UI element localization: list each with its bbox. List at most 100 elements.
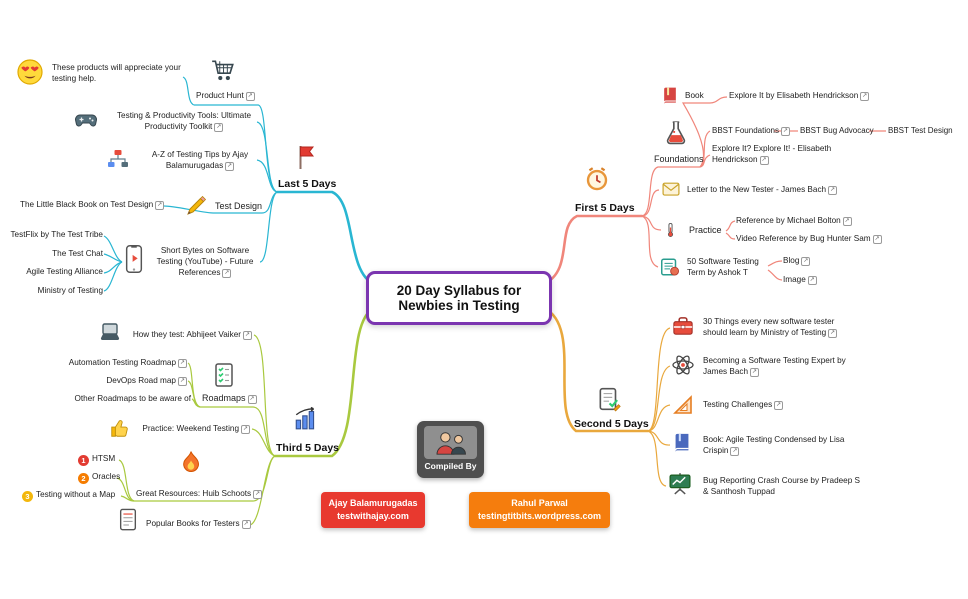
external-link-icon: ↗	[807, 276, 817, 285]
node-products-note[interactable]: These products will appreciate your test…	[52, 63, 181, 83]
node-foundations[interactable]: Foundations	[654, 154, 704, 164]
node-roadmaps[interactable]: Roadmaps↗	[202, 393, 257, 404]
node-book[interactable]: Book	[685, 91, 704, 100]
external-link-icon: ↗	[247, 395, 257, 404]
thermometer-icon	[663, 219, 678, 241]
fire-icon	[178, 450, 204, 479]
node-popular-books[interactable]: Popular Books for Testers↗	[146, 519, 251, 529]
external-link-icon: ↗	[222, 268, 232, 278]
sub-connectors-second	[647, 327, 671, 487]
pencil-icon	[184, 194, 208, 218]
central-topic[interactable]: 20 Day Syllabus for Newbies in Testing	[366, 271, 552, 325]
author-rahul-card[interactable]: Rahul Parwal testingtitbits.wordpress.co…	[469, 492, 610, 528]
author-ajay-name: Ajay Balamurugadas	[328, 497, 418, 508]
node-practice[interactable]: Practice	[689, 225, 722, 235]
branch-last-label[interactable]: Last 5 Days	[278, 178, 337, 190]
node-reference-bolton[interactable]: Reference by Michael Bolton↗	[736, 216, 852, 226]
envelope-icon	[660, 180, 682, 199]
external-link-icon: ↗	[872, 235, 882, 244]
node-ministry[interactable]: Ministry of Testing	[37, 286, 103, 295]
node-test-design[interactable]: Test Design	[215, 201, 263, 211]
branch-second-label[interactable]: Second 5 Days	[574, 418, 649, 430]
node-test-chat[interactable]: The Test Chat	[52, 249, 103, 258]
external-link-icon: ↗	[225, 161, 235, 171]
roadmap-checklist-icon	[212, 362, 236, 389]
external-link-icon: ↗	[243, 331, 252, 340]
node-practice-weekend[interactable]: Practice: Weekend Testing↗	[142, 424, 250, 434]
external-link-icon: ↗	[155, 201, 165, 210]
node-bug-reporting[interactable]: Bug Reporting Crash Course by Pradeep S …	[703, 476, 861, 496]
node-little-black-book[interactable]: The Little Black Book on Test Design↗	[20, 200, 165, 210]
external-link-icon: ↗	[860, 92, 870, 101]
node-fifty-terms[interactable]: 50 Software Testing Term by Ashok T	[687, 257, 759, 277]
author-ajay-site: testwithajay.com	[337, 511, 409, 521]
external-link-icon: ↗	[241, 425, 250, 434]
external-link-icon: ↗	[759, 155, 769, 165]
node-testing-challenges[interactable]: Testing Challenges↗	[703, 400, 784, 410]
external-link-icon: ↗	[781, 127, 791, 136]
node-bbst-bug-advocacy[interactable]: BBST Bug Advocacy	[800, 126, 874, 135]
node-how-they-test[interactable]: How they test: Abhijeet Vaiker↗	[132, 330, 252, 340]
blue-book-icon	[671, 432, 693, 454]
node-devops-roadmap[interactable]: DevOps Road map↗	[106, 376, 187, 386]
external-link-icon: ↗	[245, 92, 255, 101]
people-icon	[436, 431, 466, 455]
node-explore-it-explore-it[interactable]: Explore It? Explore It! - Elisabeth Hend…	[712, 144, 832, 165]
red-flag-icon	[294, 143, 318, 171]
node-product-hunt[interactable]: Product Hunt↗	[196, 91, 255, 101]
node-other-roadmaps[interactable]: Other Roadmaps to be aware of	[74, 394, 191, 403]
author-ajay-card[interactable]: Ajay Balamurugadas testwithajay.com	[321, 492, 425, 528]
toolbox-icon	[671, 315, 695, 338]
node-thirty-things[interactable]: 30 Things every new software tester shou…	[703, 317, 838, 338]
node-agile-condensed[interactable]: Book: Agile Testing Condensed by Lisa Cr…	[703, 435, 845, 456]
external-link-icon: ↗	[750, 367, 760, 377]
node-bbst-foundations[interactable]: BBST Foundations↗	[712, 126, 791, 136]
node-great-resources[interactable]: Great Resources: Huib Schoots↗	[136, 489, 263, 499]
external-link-icon: ↗	[774, 401, 784, 410]
red-book-icon	[660, 86, 680, 106]
branch-line-first	[542, 214, 644, 286]
branch-first-label[interactable]: First 5 Days	[575, 202, 635, 214]
branch-line-last	[275, 190, 376, 286]
game-controller-icon	[74, 112, 98, 132]
heart-eyes-emoji-icon	[16, 58, 44, 86]
node-letter-new-tester[interactable]: Letter to the New Tester - James Bach↗	[687, 185, 838, 195]
external-link-icon: ↗	[828, 186, 838, 195]
external-link-icon: ↗	[801, 257, 811, 266]
sub-connectors-third	[116, 334, 276, 526]
bar-chart-icon	[293, 405, 319, 431]
node-automation-roadmap[interactable]: Automation Testing Roadmap↗	[68, 358, 187, 368]
external-link-icon: ↗	[842, 217, 852, 226]
external-link-icon: ↗	[253, 490, 263, 499]
flowchart-icon	[106, 148, 130, 172]
alarm-clock-icon	[584, 166, 610, 192]
branch-line-second	[542, 306, 650, 433]
flask-icon	[663, 120, 689, 146]
authors-photo-tile	[424, 426, 477, 459]
compiled-by-label: Compiled By	[424, 461, 477, 471]
node-becoming-expert[interactable]: Becoming a Software Testing Expert by Ja…	[703, 356, 846, 377]
node-image[interactable]: Image↗	[783, 275, 817, 285]
branch-third-label[interactable]: Third 5 Days	[276, 442, 340, 454]
node-short-bytes[interactable]: Short Bytes on Software Testing (YouTube…	[156, 246, 254, 278]
book-list-icon	[117, 508, 139, 532]
author-rahul-site: testingtitbits.wordpress.com	[477, 511, 602, 521]
node-video-reference[interactable]: Video Reference by Bug Hunter Sam↗	[736, 234, 882, 244]
node-agile-alliance[interactable]: Agile Testing Alliance	[26, 267, 103, 276]
external-link-icon: ↗	[214, 122, 224, 132]
smartphone-icon	[123, 244, 145, 274]
node-explore-it[interactable]: Explore It by Elisabeth Hendrickson↗	[729, 91, 870, 101]
node-az-tips[interactable]: A-Z of Testing Tips by Ajay Balamurugada…	[151, 150, 249, 171]
checklist-pencil-icon	[596, 386, 622, 412]
node-blog[interactable]: Blog↗	[783, 256, 811, 266]
node-testflix[interactable]: TestFlix by The Test Tribe	[10, 230, 103, 239]
compiled-by-card: Compiled By	[417, 421, 484, 478]
central-topic-line1: 20 Day Syllabus for	[396, 283, 522, 298]
node-bbst-test-design[interactable]: BBST Test Design	[888, 126, 953, 135]
node-productivity-tools[interactable]: Testing & Productivity Tools: Ultimate P…	[116, 111, 252, 132]
